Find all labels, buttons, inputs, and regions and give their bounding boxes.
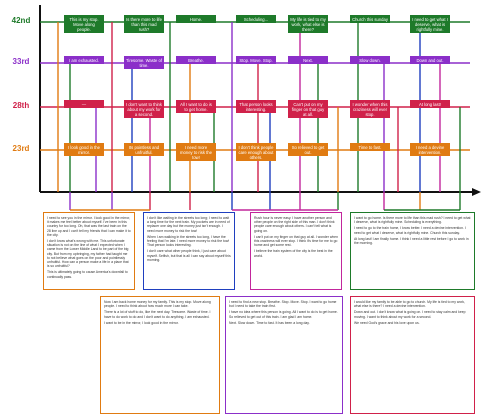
story-paragraph: I need to see you in the mirror. I look … xyxy=(47,216,131,237)
story-paragraph: I need to find a new stop. Breathe. Stop… xyxy=(229,300,337,309)
story-panel: I would like my family to be able to go … xyxy=(350,296,475,414)
thought-label: Scheduling... xyxy=(236,15,276,23)
thought-label: That person looks interesting. xyxy=(236,100,276,113)
story-paragraph: Next. Slow down. Time to fast. It has be… xyxy=(229,320,310,325)
story-paragraph: I don't like waiting in the streets too … xyxy=(147,216,230,233)
thought-label: I am exhausted. xyxy=(64,56,104,64)
story-panel: Rush hour is never easy. I have another … xyxy=(250,212,342,290)
thought-label: I don't think people care enough about o… xyxy=(236,143,276,161)
thought-label: So relieved to get out. xyxy=(288,143,328,156)
story-paragraph: There is a lot of stuff to do, like the … xyxy=(104,310,211,319)
thought-label: All I want to do is to get home. xyxy=(176,100,216,113)
thought-label: At long last! xyxy=(410,100,450,108)
thought-label: My life is tied to my work, what else is… xyxy=(288,15,328,33)
story-panel: I need to find a new stop. Breathe. Stop… xyxy=(225,296,343,414)
story-paragraph: I believe the train system of the city i… xyxy=(254,249,333,258)
thought-label: I wonder when this craziness will ever s… xyxy=(350,100,390,118)
thought-label: Is there more to life than this mad rush… xyxy=(124,15,164,33)
thought-label: This is my stop. Move along people. xyxy=(64,15,104,33)
thought-label: Tiresome. Waste of time. xyxy=(124,56,164,69)
thought-label: Down and out. xyxy=(410,56,450,64)
street-name-23rd: 23rd xyxy=(12,144,30,153)
thought-label: I look good in the mirror. xyxy=(64,143,104,156)
story-paragraph: I don't care what other people think, I … xyxy=(147,249,231,262)
thought-label: — xyxy=(64,100,104,108)
story-paragraph: I want to go home. Is there more to life… xyxy=(354,216,471,225)
story-paragraph: At long last! I am finally home. I think… xyxy=(354,236,469,246)
arrow-head-icon xyxy=(472,188,481,196)
story-paragraph: I would like my family to be able to go … xyxy=(354,300,465,309)
thought-label: I don't want to think about my work for … xyxy=(124,100,164,118)
thought-label: Its pointless and unfruitful. xyxy=(124,143,164,156)
street-name-28th: 28th xyxy=(12,101,30,110)
story-panel: I want to go home. Is there more to life… xyxy=(350,212,475,290)
thought-label: Breathe. xyxy=(176,56,216,64)
street-name-42nd: 42nd xyxy=(11,16,31,25)
story-paragraph: This is ultimately going to cause Americ… xyxy=(47,270,128,279)
thought-label: I need a devine intervention. xyxy=(410,143,450,156)
story-paragraph: I have no idea where this person is goin… xyxy=(229,310,338,319)
story-paragraph: Now I am back home money for my family. … xyxy=(104,300,211,309)
thought-label: Stop. Move. Stop. xyxy=(236,56,276,64)
story-paragraph: We need God's grace and his love upon us… xyxy=(354,320,420,325)
story-paragraph: Rush hour is never easy. I have another … xyxy=(254,216,335,233)
thought-label: I need to get what I deserve, what is ri… xyxy=(410,15,450,33)
story-paragraph: I want to be in the mirror, I look good … xyxy=(104,320,179,325)
story-panel: I need to see you in the mirror. I look … xyxy=(43,212,135,290)
story-paragraph: When I am walking in the streets too lon… xyxy=(147,234,230,248)
story-panel: I don't like waiting in the streets too … xyxy=(143,212,235,290)
thought-label: Can't put on my finger on that guy at al… xyxy=(288,100,328,118)
story-panel: Now I am back home money for my family. … xyxy=(100,296,220,414)
story-paragraph: I need to go to the train home, I know b… xyxy=(354,226,466,235)
story-paragraph: I can't put on my finger on that guy at … xyxy=(254,234,338,248)
street-name-33rd: 33rd xyxy=(12,57,30,66)
thought-label: Time to fast. xyxy=(350,143,390,151)
thought-label: Home. xyxy=(176,15,216,23)
story-paragraph: I don't know what's wrong with me. This … xyxy=(47,239,129,269)
thought-label: I need more money to risk the tow! xyxy=(176,143,216,161)
thought-label: Slow down. xyxy=(350,56,390,64)
thought-label: Church this sunday xyxy=(350,15,390,23)
thought-label: Next. xyxy=(288,56,328,64)
story-paragraph: Down and out. I don't know what is going… xyxy=(354,310,466,319)
